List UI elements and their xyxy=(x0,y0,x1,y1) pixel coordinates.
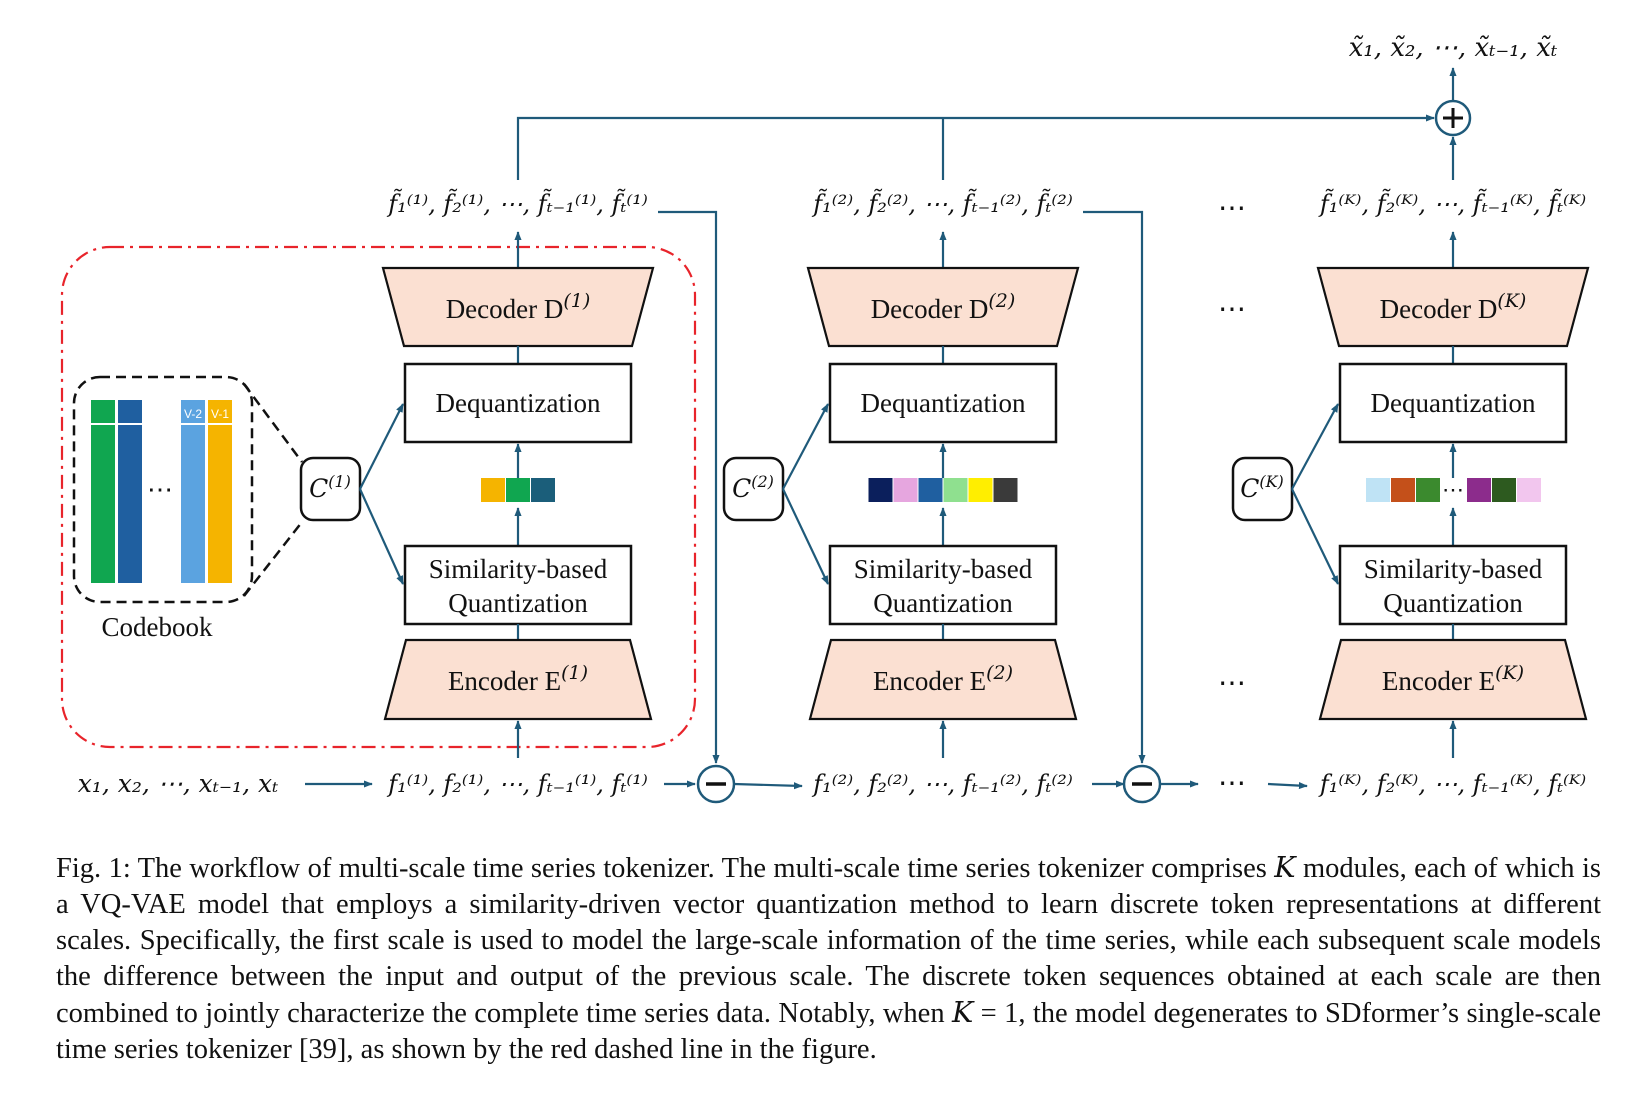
token-square xyxy=(1391,478,1415,502)
token-square xyxy=(1467,478,1491,502)
quantization-block xyxy=(403,544,633,626)
codebook-node-label: C(2) xyxy=(732,472,774,503)
quantization-block xyxy=(1338,544,1568,626)
encoder-label: Encoder E(1) xyxy=(448,662,588,696)
dequantization-label: Dequantization xyxy=(436,388,601,418)
module-recon-label: f̃₁⁽²⁾, f̃₂⁽²⁾, ⋯, f̃ₜ₋₁⁽²⁾, f̃ₜ⁽²⁾ xyxy=(811,189,1073,218)
codebook-vector-label: V-1 xyxy=(211,407,229,421)
token-ellipsis-icon: ⋯ xyxy=(1442,478,1464,503)
figure-caption: Fig. 1: The workflow of multi-scale time… xyxy=(56,851,1601,1065)
subtract-node xyxy=(696,764,736,804)
input-series-label: x₁, x₂, ⋯, xₜ₋₁, xₜ xyxy=(78,769,279,798)
module-recon-label: f̃₁⁽¹⁾, f̃₂⁽¹⁾, ⋯, f̃ₜ₋₁⁽¹⁾, f̃ₜ⁽¹⁾ xyxy=(386,189,648,218)
dequantization-block xyxy=(1338,362,1568,444)
codebook-node-label: C(1) xyxy=(309,472,351,503)
encoder-label: Encoder E(K) xyxy=(1382,662,1524,696)
decoder-block xyxy=(1316,266,1590,348)
ellipsis-icon: ⋯ xyxy=(1218,292,1246,325)
codebook: ⋯ V-2 V-1 Codebook xyxy=(72,375,304,642)
decoder-label: Decoder D(1) xyxy=(446,290,591,324)
token-square xyxy=(1492,478,1516,502)
dequantization-block xyxy=(403,362,633,444)
ellipsis-icon: ⋯ xyxy=(1218,191,1246,224)
codebook-vector xyxy=(91,400,115,583)
encoder-block xyxy=(1318,638,1588,721)
codebook-vector xyxy=(181,400,205,583)
ellipsis-icon: ⋯ xyxy=(1218,766,1246,799)
codebook-title: Codebook xyxy=(102,612,213,642)
residual-path-2 xyxy=(1083,210,1146,764)
decoder-block xyxy=(381,266,655,348)
token-square xyxy=(1517,478,1541,502)
token-sequence xyxy=(481,478,555,502)
token-square xyxy=(993,478,1018,502)
encoder-block xyxy=(383,638,653,721)
token-sequence: ⋯ xyxy=(1366,478,1541,503)
token-square xyxy=(868,478,893,502)
quantization-label: Quantization xyxy=(1383,588,1523,618)
dequantization-label: Dequantization xyxy=(861,388,1026,418)
module-input-feature-label: f₁⁽ᴷ⁾, f₂⁽ᴷ⁾, ⋯, fₜ₋₁⁽ᴷ⁾, fₜ⁽ᴷ⁾ xyxy=(1318,770,1586,798)
token-square xyxy=(1416,478,1440,502)
module-scale-k: f̃₁⁽ᴷ⁾, f̃₂⁽ᴷ⁾, ⋯, f̃ₜ₋₁⁽ᴷ⁾, f̃ₜ⁽ᴷ⁾ Deco… xyxy=(1231,189,1590,798)
codebook-zoom-line xyxy=(242,383,304,463)
token-square xyxy=(918,478,943,502)
token-square xyxy=(943,478,968,502)
residual-path-1 xyxy=(658,210,720,764)
module-scale-1: f̃₁⁽¹⁾, f̃₂⁽¹⁾, ⋯, f̃ₜ₋₁⁽¹⁾, f̃ₜ⁽¹⁾ Deco… xyxy=(299,189,655,798)
codebook-frame xyxy=(72,375,254,604)
dequantization-label: Dequantization xyxy=(1371,388,1536,418)
token-square xyxy=(968,478,993,502)
codebook-node-label: C(K) xyxy=(1240,472,1284,503)
quantization-label: Quantization xyxy=(873,588,1013,618)
workflow-diagram: x̃₁, x̃₂, ⋯, x̃ₜ₋₁, x̃ₜ ⋯ V-2 V-1 Codebo… xyxy=(60,33,1590,804)
module-scale-2: f̃₁⁽²⁾, f̃₂⁽²⁾, ⋯, f̃ₜ₋₁⁽²⁾, f̃ₜ⁽²⁾ Deco… xyxy=(722,189,1080,798)
encoder-label: Encoder E(2) xyxy=(873,662,1013,696)
token-square xyxy=(531,478,555,502)
quantization-block xyxy=(828,544,1058,626)
quantization-label: Similarity-based xyxy=(1364,554,1543,584)
dequantization-block xyxy=(828,362,1058,444)
quantization-label: Similarity-based xyxy=(854,554,1033,584)
token-square xyxy=(481,478,505,502)
token-square xyxy=(893,478,918,502)
token-sequence xyxy=(868,478,1018,502)
output-label: x̃₁, x̃₂, ⋯, x̃ₜ₋₁, x̃ₜ xyxy=(1349,33,1558,63)
codebook-vector-label: V-2 xyxy=(184,407,202,421)
codebook-vector xyxy=(118,400,142,583)
decoder-label: Decoder D(K) xyxy=(1380,290,1527,324)
quantization-label: Similarity-based xyxy=(429,554,608,584)
codebook-ellipsis-icon: ⋯ xyxy=(147,475,173,505)
module-recon-label: f̃₁⁽ᴷ⁾, f̃₂⁽ᴷ⁾, ⋯, f̃ₜ₋₁⁽ᴷ⁾, f̃ₜ⁽ᴷ⁾ xyxy=(1318,189,1586,218)
module-input-feature-label: f₁⁽²⁾, f₂⁽²⁾, ⋯, fₜ₋₁⁽²⁾, fₜ⁽²⁾ xyxy=(811,770,1073,798)
module-input-feature-label: f₁⁽¹⁾, f₂⁽¹⁾, ⋯, fₜ₋₁⁽¹⁾, fₜ⁽¹⁾ xyxy=(386,770,648,798)
token-square xyxy=(506,478,530,502)
top-bus-line xyxy=(516,114,1435,180)
codebook-vector xyxy=(208,400,232,583)
token-square xyxy=(1366,478,1390,502)
decoder-block xyxy=(806,266,1080,348)
subtract-node xyxy=(1122,764,1162,804)
single-scale-region xyxy=(60,245,697,749)
decoder-label: Decoder D(2) xyxy=(871,290,1016,324)
sum-node xyxy=(1434,99,1472,137)
quantization-label: Quantization xyxy=(448,588,588,618)
encoder-block xyxy=(808,638,1078,721)
ellipsis-icon: ⋯ xyxy=(1218,666,1246,699)
